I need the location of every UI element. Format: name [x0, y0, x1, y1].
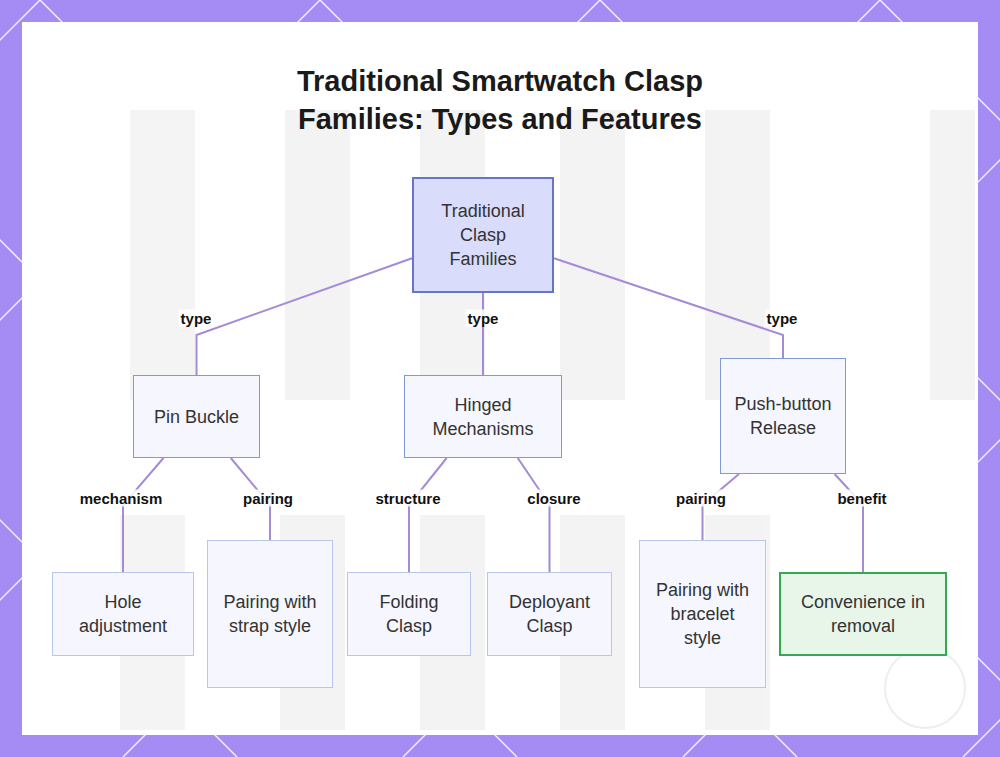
- node-text: Hole adjustment: [63, 590, 183, 638]
- connector: [409, 458, 447, 572]
- connector: [703, 474, 739, 540]
- type-box: Hinged Mechanisms: [404, 375, 562, 458]
- feature-box: Deployant Clasp: [487, 572, 612, 656]
- edge-label: pairing: [241, 490, 295, 507]
- edge-label: structure: [373, 490, 442, 507]
- edge-label: pairing: [674, 490, 728, 507]
- edge-label: benefit: [835, 490, 888, 507]
- feature-box: Pairing with bracelet style: [639, 540, 766, 688]
- connector: [554, 258, 783, 358]
- feature-box: Folding Clasp: [347, 572, 471, 656]
- faded-strap: [930, 110, 975, 400]
- connector: [197, 258, 413, 375]
- node-text: Deployant Clasp: [498, 590, 601, 638]
- connector: [482, 293, 484, 375]
- edge-label: type: [765, 310, 800, 327]
- root-box: Traditional Clasp Families: [412, 177, 554, 293]
- feature-box: Hole adjustment: [52, 572, 194, 656]
- faded-illustration: [120, 110, 975, 730]
- edge-label: type: [179, 310, 214, 327]
- edge-label: closure: [525, 490, 582, 507]
- node-text: Hinged Mechanisms: [415, 393, 551, 441]
- type-box: Push-button Release: [720, 358, 846, 474]
- benefit-box: Convenience in removal: [779, 572, 947, 656]
- faded-strap: [130, 110, 195, 400]
- connector: [518, 458, 550, 572]
- faded-strap: [285, 110, 350, 400]
- node-text: Push-button Release: [731, 392, 835, 440]
- faded-strap: [560, 110, 625, 400]
- type-box: Pin Buckle: [133, 375, 260, 458]
- node-text: Convenience in removal: [791, 590, 935, 638]
- node-text: Folding Clasp: [358, 590, 460, 638]
- connector: [123, 458, 163, 572]
- node-text: Pin Buckle: [154, 405, 239, 429]
- faded-strap: [705, 110, 770, 400]
- node-text: Pairing with strap style: [218, 590, 322, 638]
- edge-label: type: [466, 310, 501, 327]
- feature-box: Pairing with strap style: [207, 540, 333, 688]
- node-text: Pairing with bracelet style: [650, 578, 755, 650]
- edge-label: mechanism: [78, 490, 165, 507]
- watermark-seal: [885, 648, 965, 728]
- node-text: Traditional Clasp Families: [424, 199, 542, 271]
- diagram-title: Traditional Smartwatch Clasp Families: T…: [240, 62, 760, 138]
- card: [22, 22, 978, 735]
